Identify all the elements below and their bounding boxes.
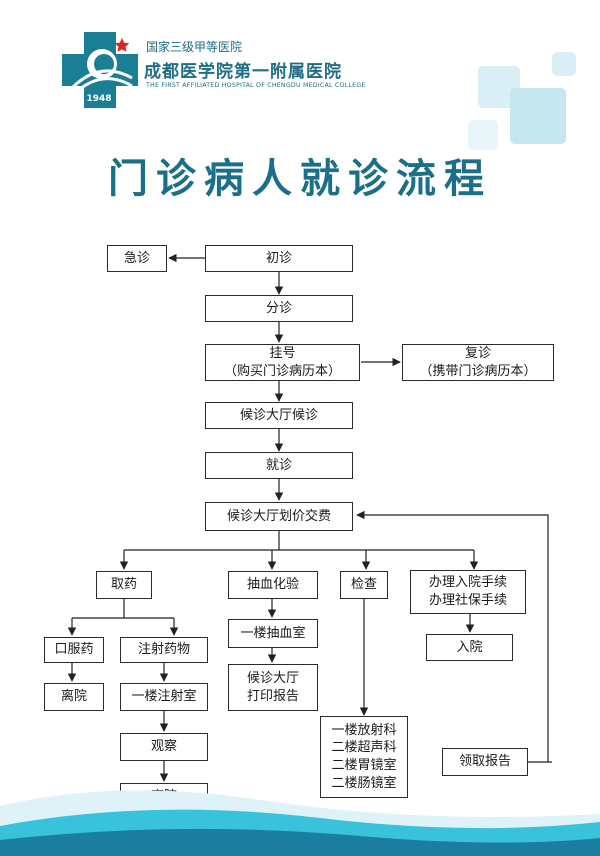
deco-square [552, 52, 576, 76]
consultation-box: 就诊 [205, 452, 353, 479]
leave-box: 离院 [44, 683, 104, 711]
medicine-box: 取药 [96, 571, 152, 599]
revisit-box: 复诊 （携带门诊病历本） [402, 344, 554, 381]
oral-medicine-box: 口服药 [44, 637, 104, 663]
page-title: 门诊病人就诊流程 [108, 156, 492, 202]
collect-report-box: 领取报告 [442, 748, 528, 776]
admission-procedures-box: 办理入院手续 办理社保手续 [410, 570, 526, 614]
exam-rooms-box: 一楼放射科 二楼超声科 二楼胃镜室 二楼肠镜室 [320, 716, 408, 798]
deco-square [510, 88, 566, 144]
injection-medicine-box: 注射药物 [120, 637, 208, 663]
blood-room-box: 一楼抽血室 [228, 619, 318, 648]
hospital-emblem-icon [62, 32, 138, 108]
injection-room-box: 一楼注射室 [120, 683, 208, 711]
observation-box: 观察 [120, 733, 208, 761]
emergency-box: 急诊 [107, 245, 167, 272]
founded-year: 1948 [86, 94, 112, 104]
payment-box: 候诊大厅划价交费 [205, 502, 353, 531]
blood-test-box: 抽血化验 [228, 571, 318, 599]
waiting-hall-box: 候诊大厅候诊 [205, 402, 353, 429]
hospital-grade: 国家三级甲等医院 [146, 40, 243, 54]
hospital-logo: 1948 国家三级甲等医院 成都医学院第一附属医院 THE FIRST AFFI… [60, 30, 365, 120]
bottom-wave-decoration [0, 790, 600, 856]
registration-box: 挂号 （购买门诊病历本） [205, 344, 360, 381]
hospital-name: 成都医学院第一附属医院 [144, 62, 342, 82]
first-visit-box: 初诊 [205, 245, 353, 272]
hospital-name-en: THE FIRST AFFILIATED HOSPITAL OF CHENGDU… [146, 82, 366, 89]
triage-box: 分诊 [205, 295, 353, 322]
deco-square [468, 120, 498, 150]
print-report-box: 候诊大厅 打印报告 [228, 664, 318, 711]
admission-box: 入院 [426, 634, 513, 661]
examination-box: 检查 [340, 571, 388, 599]
